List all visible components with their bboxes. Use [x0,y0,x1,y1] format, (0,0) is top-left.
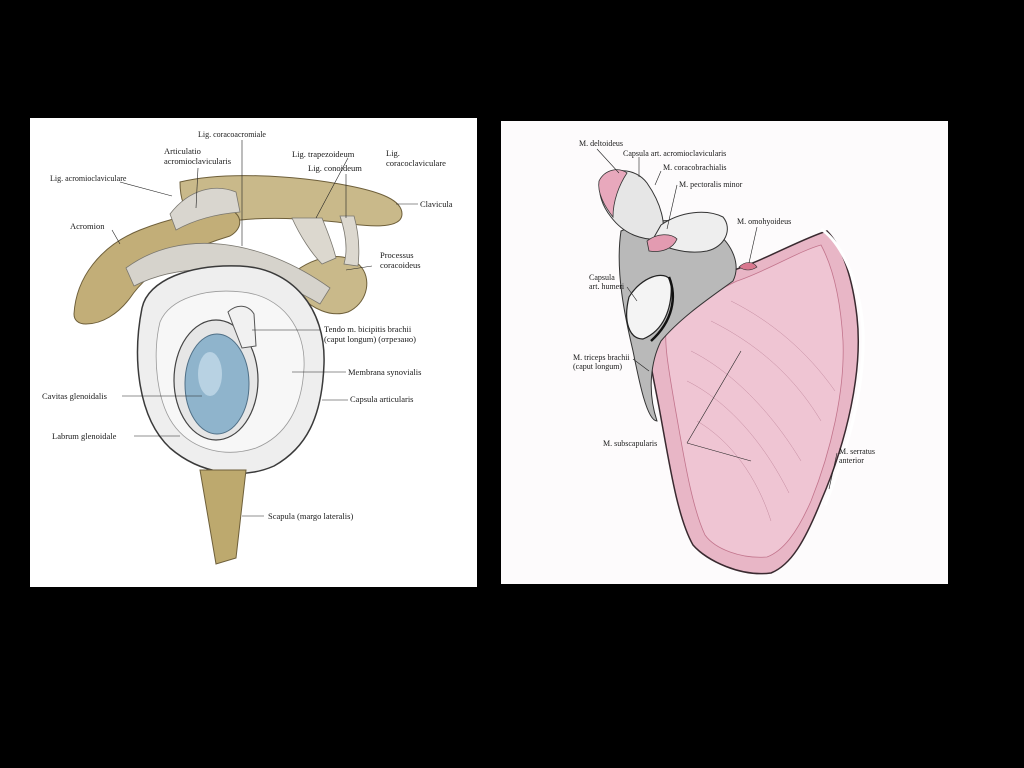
label-scapula-margo-lateralis: Scapula (margo lateralis) [268,511,354,521]
label-labrum-glenoidale: Labrum glenoidale [52,431,117,441]
label-membrana-synovialis: Membrana synovialis [348,367,422,377]
label-tendo-bicipitis: Tendo m. bicipitis brachii (caput longum… [324,324,416,344]
label-m-triceps-brachii: M. triceps brachii (caput longum) [573,353,630,371]
label-capsula-art-humeri: Capsula art. humeri [589,273,625,291]
label-articulatio-acromioclavicularis: Articulatio acromioclavicularis [164,146,232,166]
label-lig-coracoclaviculare: Lig. coracoclaviculare [386,148,446,168]
label-m-pectoralis-minor: M. pectoralis minor [679,180,743,189]
label-clavicula: Clavicula [420,199,453,209]
label-lig-acromioclaviculare: Lig. acromioclaviculare [50,174,127,183]
shoulder-joint-figure: Lig. coracoacromiale Articulatio acromio… [30,118,477,587]
label-lig-coracoacromiale: Lig. coracoacromiale [198,130,266,139]
label-m-omohyoideus: M. omohyoideus [737,217,792,226]
label-acromion: Acromion [70,221,105,231]
label-m-subscapularis: M. subscapularis [603,439,658,448]
scapula-figure: M. deltoideus Capsula art. acromioclavic… [501,121,948,584]
shoulder-joint-drawing [73,140,418,565]
scapula-drawing [596,148,865,575]
label-processus-coracoideus: Processus coracoideus [380,250,421,270]
label-capsula-acromioclavicularis: Capsula art. acromioclavicularis [623,149,727,158]
label-cavitas-glenoidalis: Cavitas glenoidalis [42,391,107,401]
label-lig-conoideum: Lig. conoideum [308,163,362,173]
label-m-coracobrachialis: M. coracobrachialis [663,163,727,172]
label-capsula-articularis: Capsula articularis [350,394,414,404]
label-lig-trapezoideum: Lig. trapezoideum [292,149,355,159]
label-m-deltoideus: M. deltoideus [579,139,623,148]
label-m-serratus-anterior: M. serratus anterior [839,447,875,465]
